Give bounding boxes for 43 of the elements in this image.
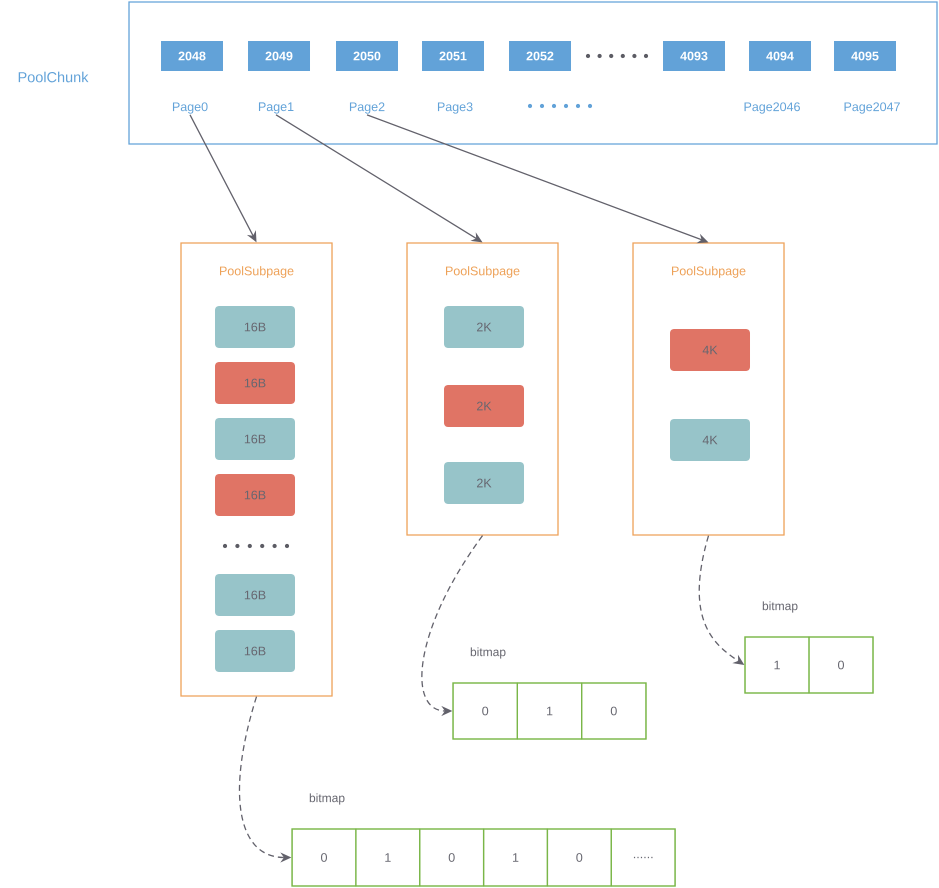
memory-slot: 16B (215, 574, 295, 616)
page-label: Page2046 (744, 102, 800, 114)
bitmap-cell: 0 (546, 828, 612, 887)
chunk-title: PoolChunk (18, 72, 88, 82)
bitmap-cell: 0 (808, 636, 874, 694)
bitmap-title: bitmap (762, 601, 798, 613)
subpage-title: PoolSubpage (672, 266, 746, 278)
memory-slot: 16B (215, 362, 295, 404)
memory-slot: 2K (444, 385, 524, 427)
bitmap-cell: 0 (581, 682, 647, 740)
page-block: 2050 (336, 41, 398, 71)
page-label: Page3 (438, 102, 473, 114)
bitmap-cell: 1 (744, 636, 810, 694)
page-block: 2051 (422, 41, 484, 71)
bitmap-title: bitmap (310, 793, 344, 805)
bitmap-cell: ...... (610, 828, 676, 887)
memory-slot: 16B (215, 630, 295, 672)
memory-slot: 4K (670, 419, 750, 461)
memory-slot: 4K (670, 329, 750, 371)
page-block: 2048 (161, 41, 223, 71)
page-label: Page2047 (844, 102, 900, 114)
bitmap-cell: 0 (419, 828, 484, 887)
memory-slot: 16B (215, 306, 295, 348)
bitmap-title: bitmap (470, 647, 506, 659)
memory-slot: 16B (215, 474, 295, 516)
page-block: 4093 (663, 41, 725, 71)
page-block: 2052 (509, 41, 571, 71)
memory-slot: 2K (444, 462, 524, 504)
page-label: Page1 (258, 102, 294, 114)
page-block: 2049 (248, 41, 310, 71)
memory-slot: 2K (444, 306, 524, 348)
bitmap-cell: 1 (355, 828, 420, 887)
bitmap-cell: 1 (482, 828, 548, 887)
memory-slot: 16B (215, 418, 295, 460)
bitmap-cell: 1 (516, 682, 582, 740)
page-label: Page2 (350, 102, 384, 114)
page-block: 4095 (834, 41, 896, 71)
bitmap-cell: 0 (291, 828, 357, 887)
subpage-title: PoolSubpage (446, 266, 520, 278)
subpage-title: PoolSubpage (220, 266, 294, 278)
page-label: Page0 (172, 102, 208, 114)
bitmap-cell: 0 (452, 682, 518, 740)
page-block: 4094 (749, 41, 811, 71)
